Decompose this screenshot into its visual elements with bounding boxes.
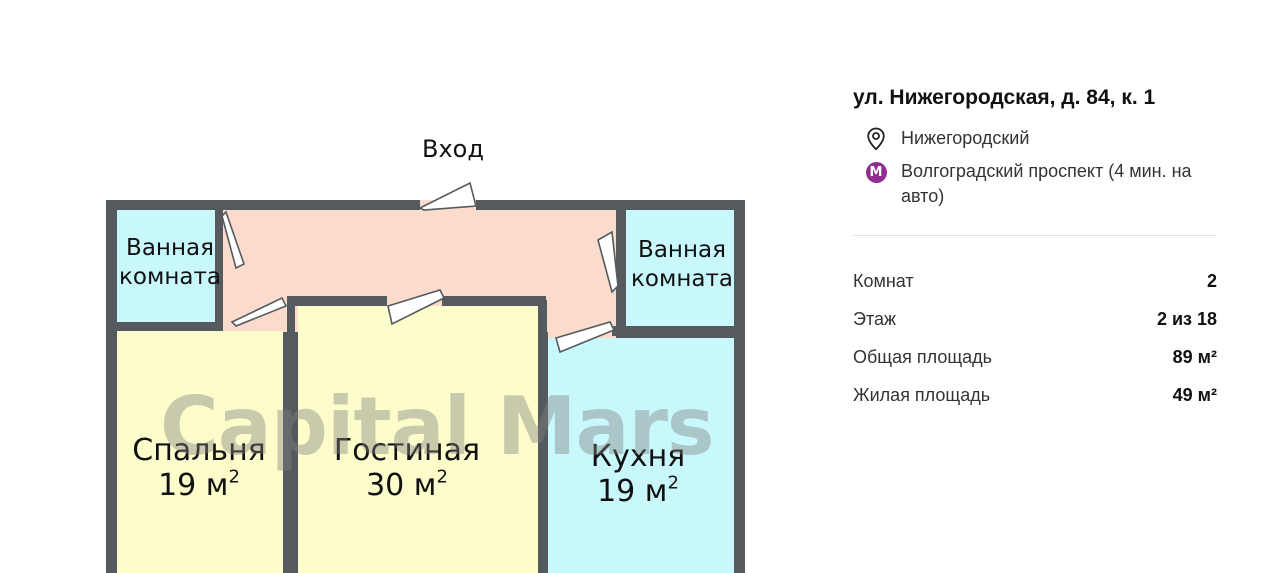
kitchen-label: Кухня 19 м2 [590,439,686,509]
divider [853,235,1217,236]
property-living-area: Жилая площадь 49 м² [853,385,1217,405]
door-swings [221,181,619,354]
living-room-label: Гостиная 30 м2 [333,433,481,503]
bedroom [117,331,283,573]
kitchen [548,338,734,573]
bathroom-left-label: Ванная комната [119,235,221,290]
district-row: Нижегородский [853,126,1217,151]
property-total-area: Общая площадь 89 м² [853,347,1217,367]
floor-plan: Вход Ванная комната Ванная комната Спаль… [106,135,745,573]
floor-plan-drawing [106,181,745,573]
location-pin-icon [865,127,887,151]
bathroom-left [117,210,215,322]
metro-icon: М [865,161,887,183]
listing-address: ул. Нижегородская, д. 84, к. 1 [853,86,1156,109]
bathroom-right-label: Ванная комната [631,237,733,292]
district-link[interactable]: Нижегородский [901,128,1030,148]
listing-info: ул. Нижегородская, д. 84, к. 1 Нижегород… [853,86,1217,414]
watermark: Capital Mars [160,380,715,473]
entrance-label: Вход [422,135,484,163]
bathroom-right [626,210,734,327]
living-room [298,306,538,573]
metro-row: М Волгоградский проспект (4 мин. на авто… [853,159,1217,209]
property-rooms: Комнат 2 [853,271,1217,291]
metro-station[interactable]: Волгоградский проспект (4 мин. на авто) [901,161,1192,206]
bedroom-label: Спальня 19 м2 [132,433,266,503]
property-floor: Этаж 2 из 18 [853,309,1217,329]
